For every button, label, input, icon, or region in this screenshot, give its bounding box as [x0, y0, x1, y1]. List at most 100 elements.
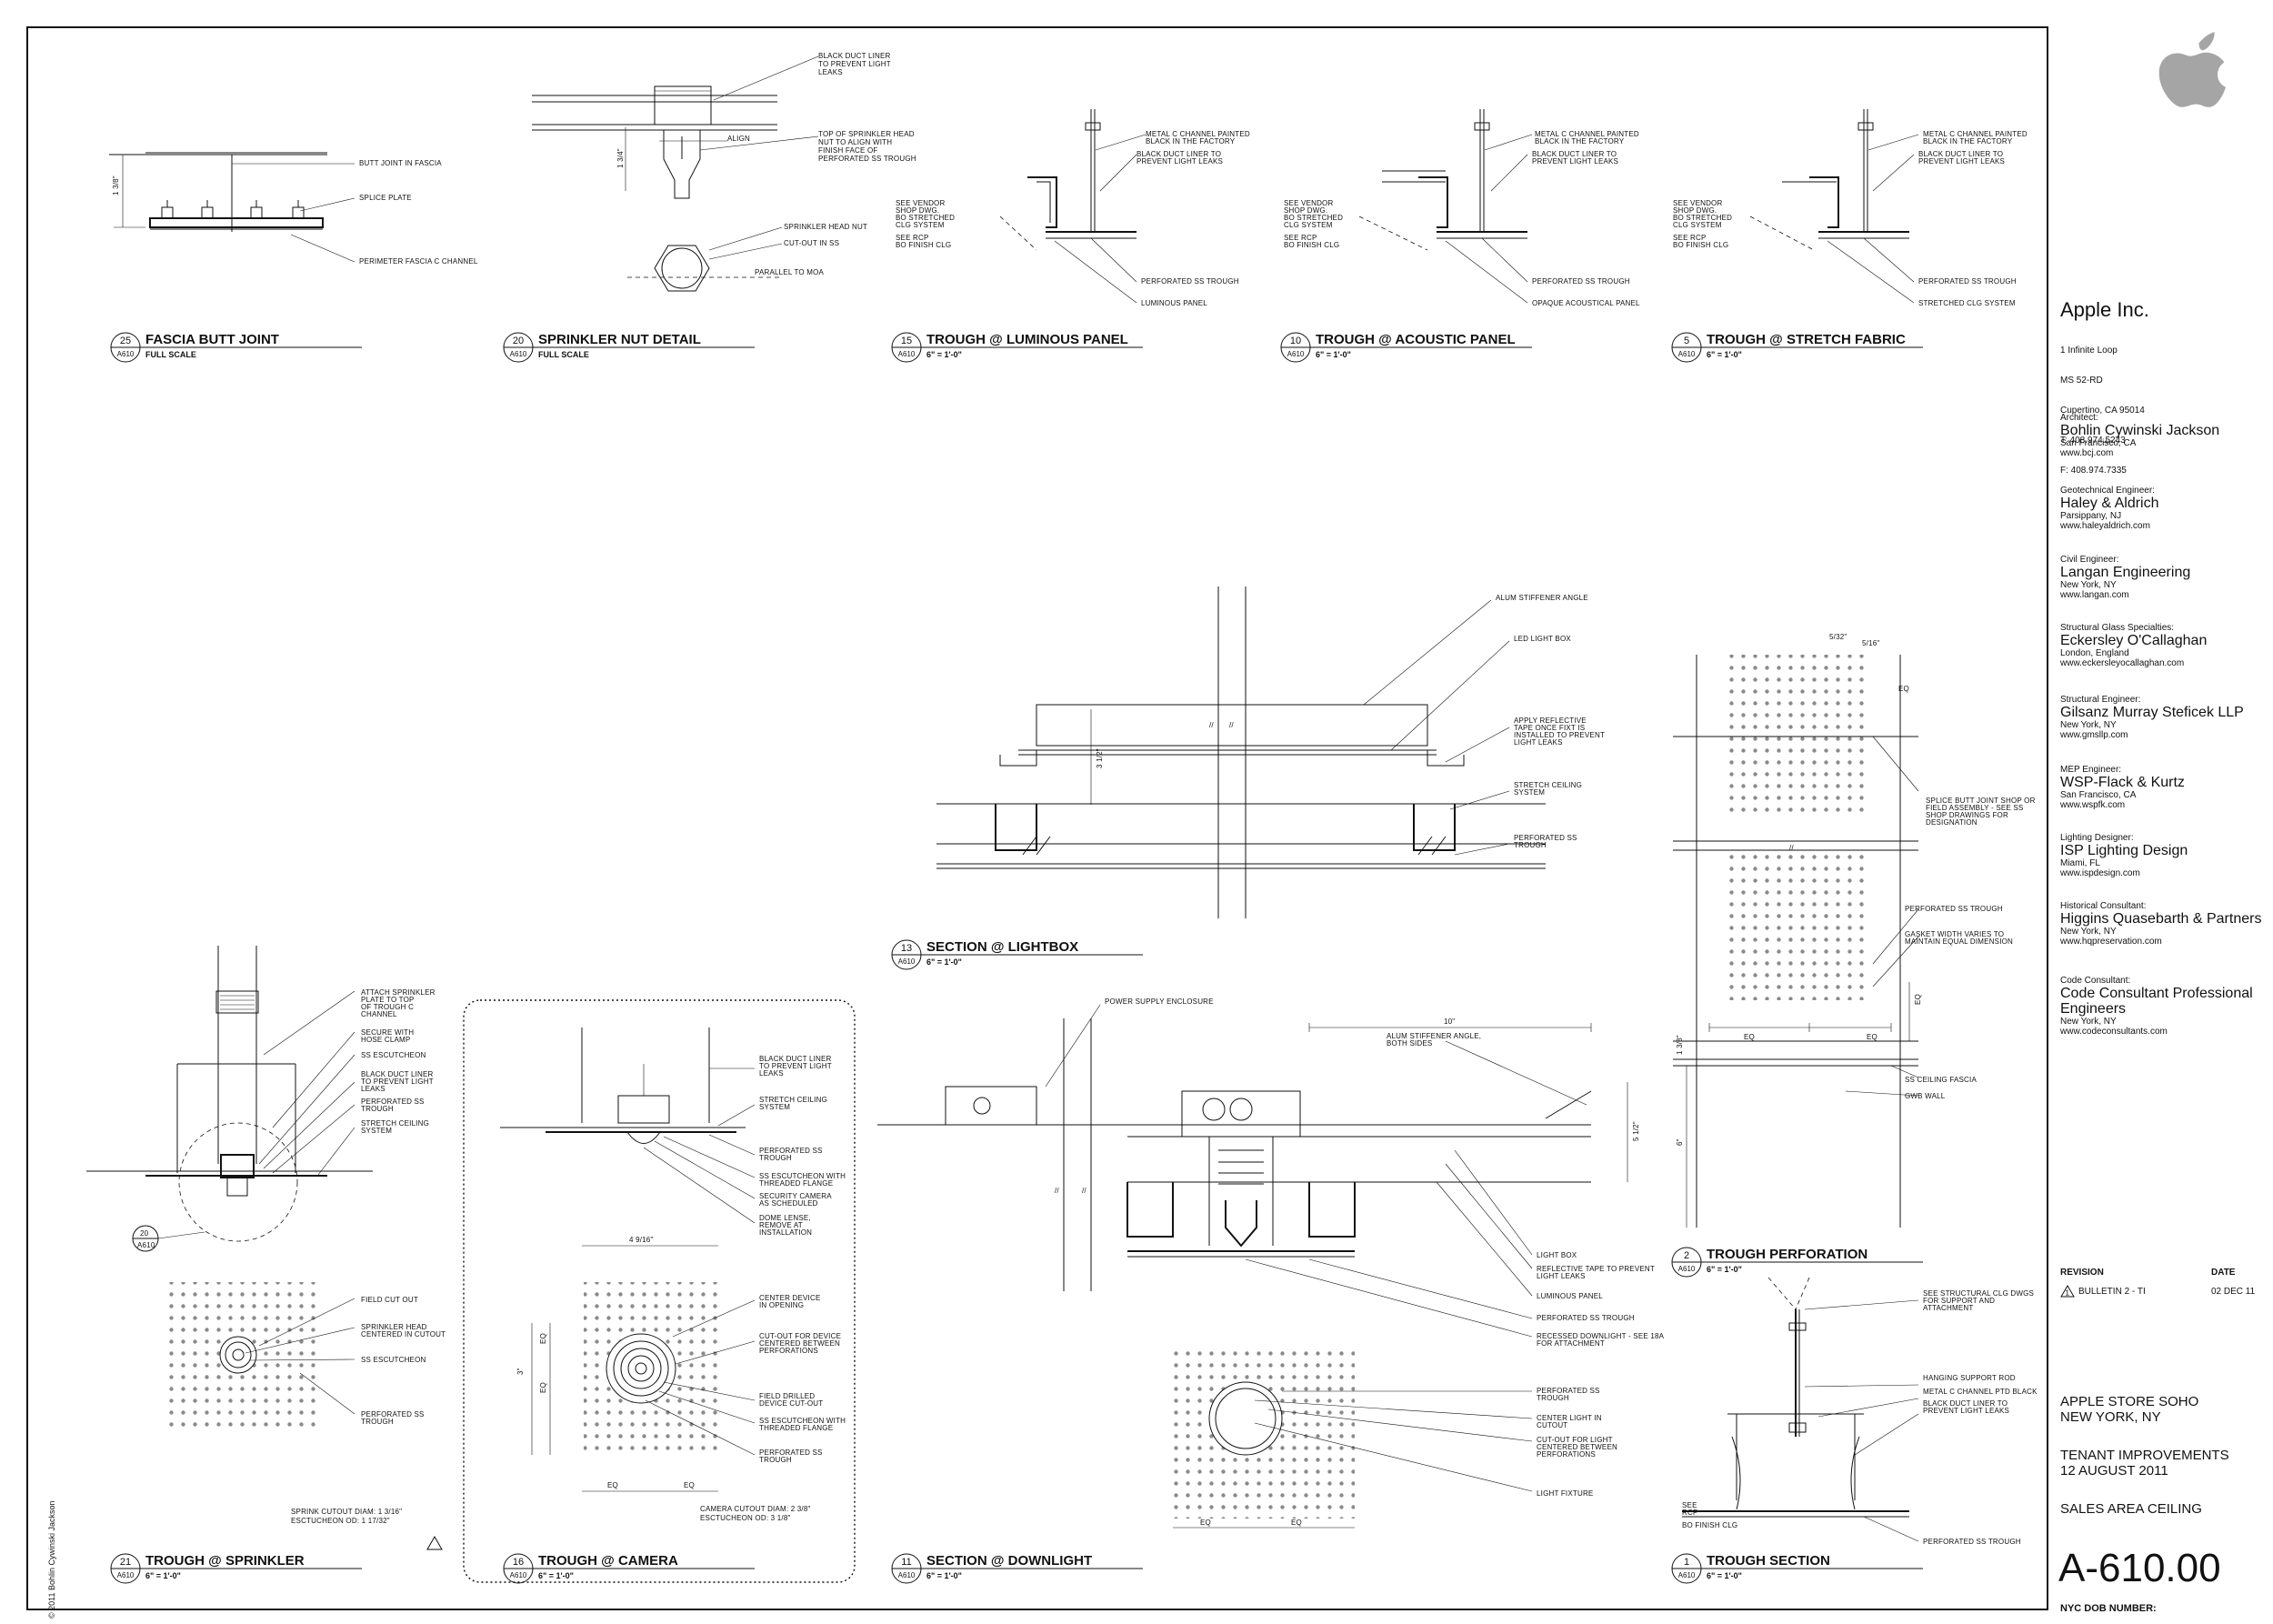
detail-title: SPRINKLER NUT DETAIL: [538, 332, 701, 347]
note: CENTER LIGHT IN: [1537, 1414, 1602, 1422]
revision-text: BULLETIN 2 - TI: [2078, 1287, 2146, 1297]
detail-sheet-ref: A610: [1287, 350, 1305, 358]
note: DESIGNATION: [1926, 818, 1978, 827]
note: PERFORATED SS: [759, 1147, 823, 1155]
note: SS ESCUTCHEON: [361, 1356, 426, 1364]
detail-number: 21: [120, 1557, 131, 1568]
consultant-city: New York, NY: [2060, 1017, 2117, 1027]
consultant-city: New York, NY: [2060, 720, 2117, 730]
dimension: EQ: [684, 1481, 695, 1489]
note: DOME LENSE,: [759, 1214, 811, 1222]
note: PERFORATED SS: [361, 1410, 425, 1418]
note: PERFORATED SS TROUGH: [1905, 905, 2003, 913]
date-label: DATE: [2211, 1268, 2236, 1278]
revision-date: 02 DEC 11: [2211, 1287, 2256, 1297]
svg-text://: //: [1082, 1187, 1086, 1195]
note: PERFORATIONS: [1537, 1450, 1596, 1459]
consultant-city: San Francisco, CA: [2060, 438, 2137, 448]
detail-number: 5: [1684, 336, 1689, 346]
dimension: 5/32": [1829, 633, 1847, 641]
note: BO FINISH CLG: [896, 241, 951, 249]
note: LEAKS: [818, 68, 843, 76]
note: PERFORATED SS: [361, 1098, 425, 1106]
note: BOTH SIDES: [1387, 1039, 1432, 1048]
detail-title: TROUGH SECTION: [1707, 1553, 1830, 1569]
consultant-name: Haley & Aldrich: [2060, 496, 2159, 511]
detail-number: 15: [901, 336, 912, 346]
note: CENTERED IN CUTOUT: [361, 1330, 446, 1338]
note: BO STRETCHED: [1284, 214, 1343, 222]
note: METAL C CHANNEL PAINTED: [1146, 130, 1250, 138]
note: LEAKS: [759, 1069, 784, 1078]
detail-2-drawing: //: [1673, 655, 1919, 1228]
note: BO STRETCHED: [1673, 214, 1732, 222]
detail-sheet-ref: A610: [117, 350, 135, 358]
dimension: EQ: [607, 1481, 618, 1489]
note: SPLICE BUTT JOINT SHOP OR: [1926, 797, 2036, 805]
note: HOSE CLAMP: [361, 1036, 410, 1044]
note: PREVENT LIGHT LEAKS: [1923, 1407, 2009, 1415]
consultant-entry: Historical Consultant:Higgins Quasebarth…: [2060, 901, 2268, 947]
dimension: 4 9/16": [629, 1236, 653, 1244]
note: RECESSED DOWNLIGHT - SEE 18A: [1537, 1332, 1665, 1340]
note: METAL C CHANNEL PAINTED: [1923, 130, 2028, 138]
note: SHOP DWG.: [896, 206, 939, 215]
dimension: 3 1/2": [1096, 748, 1104, 768]
note: LEAKS: [361, 1085, 386, 1093]
detail-15-drawing: [999, 109, 1147, 304]
note: TO PREVENT LIGHT: [759, 1062, 832, 1070]
callout-number: 20: [140, 1229, 149, 1238]
sheet-number: A-610.00: [2058, 1546, 2221, 1590]
note: STRETCH CEILING: [1514, 781, 1582, 789]
note: SYSTEM: [759, 1103, 790, 1111]
note: SEE: [1682, 1501, 1697, 1509]
note: ESCTUCHEON OD: 1 17/32": [291, 1517, 390, 1525]
note: PERFORATED SS: [1514, 834, 1577, 842]
note: SPLICE PLATE: [359, 194, 412, 202]
consultant-city: Parsippany, NJ: [2060, 511, 2122, 521]
note: REMOVE AT: [759, 1221, 803, 1229]
detail-title: TROUGH @ CAMERA: [538, 1553, 678, 1569]
consultant-role: Structural Glass Specialties:: [2060, 623, 2175, 633]
note: BLACK DUCT LINER TO: [1136, 150, 1221, 158]
revision-label: REVISION: [2060, 1268, 2104, 1278]
note: CLG SYSTEM: [1284, 221, 1333, 229]
dimension: 5/16": [1862, 639, 1879, 647]
note: BO FINISH CLG: [1284, 241, 1339, 249]
note: BLACK IN THE FACTORY: [1535, 137, 1625, 145]
dimension: EQ: [539, 1333, 547, 1344]
note: STRETCH CEILING: [759, 1096, 827, 1104]
note: LED LIGHT BOX: [1514, 635, 1571, 643]
phase-line: TENANT IMPROVEMENTS: [2060, 1448, 2229, 1463]
detail-sheet-ref: A610: [898, 957, 916, 966]
note: SECURITY CAMERA: [759, 1192, 832, 1200]
detail-sheet-ref: A610: [1678, 350, 1696, 358]
note: ALUM STIFFENER ANGLE,: [1387, 1032, 1481, 1040]
note: SYSTEM: [361, 1127, 392, 1135]
note: CENTERED BETWEEN: [759, 1339, 840, 1348]
note: PARALLEL TO MOA: [755, 268, 825, 276]
consultant-name: ISP Lighting Design: [2060, 843, 2188, 858]
detail-title: SECTION @ LIGHTBOX: [926, 939, 1078, 955]
consultant-name: Code Consultant Professional Engineers: [2060, 986, 2253, 1017]
note: CLG SYSTEM: [1673, 221, 1722, 229]
note: HANGING SUPPORT ROD: [1923, 1374, 2016, 1382]
consultant-entry: Structural Engineer:Gilsanz Murray Stefi…: [2060, 695, 2268, 740]
detail-number: 2: [1684, 1250, 1689, 1261]
detail-number: 1: [1684, 1557, 1689, 1568]
detail-sheet-ref: A610: [898, 1571, 916, 1579]
note: CENTER DEVICE: [759, 1294, 821, 1302]
note: SECURE WITH: [361, 1028, 414, 1037]
note: SYSTEM: [1514, 788, 1545, 797]
title-block: Apple Inc. 1 Infinite Loop MS 52-RD Cupe…: [2057, 27, 2268, 1614]
copyright-text: © 2011 Bohlin Cywinski Jackson: [47, 1500, 56, 1619]
note: LIGHT FIXTURE: [1537, 1489, 1593, 1498]
detail-number: 11: [901, 1557, 911, 1568]
note: TO PREVENT LIGHT: [361, 1078, 434, 1086]
revision-delta-icon: 1: [2060, 1285, 2075, 1298]
note: SHOP DRAWINGS FOR: [1926, 811, 2008, 819]
